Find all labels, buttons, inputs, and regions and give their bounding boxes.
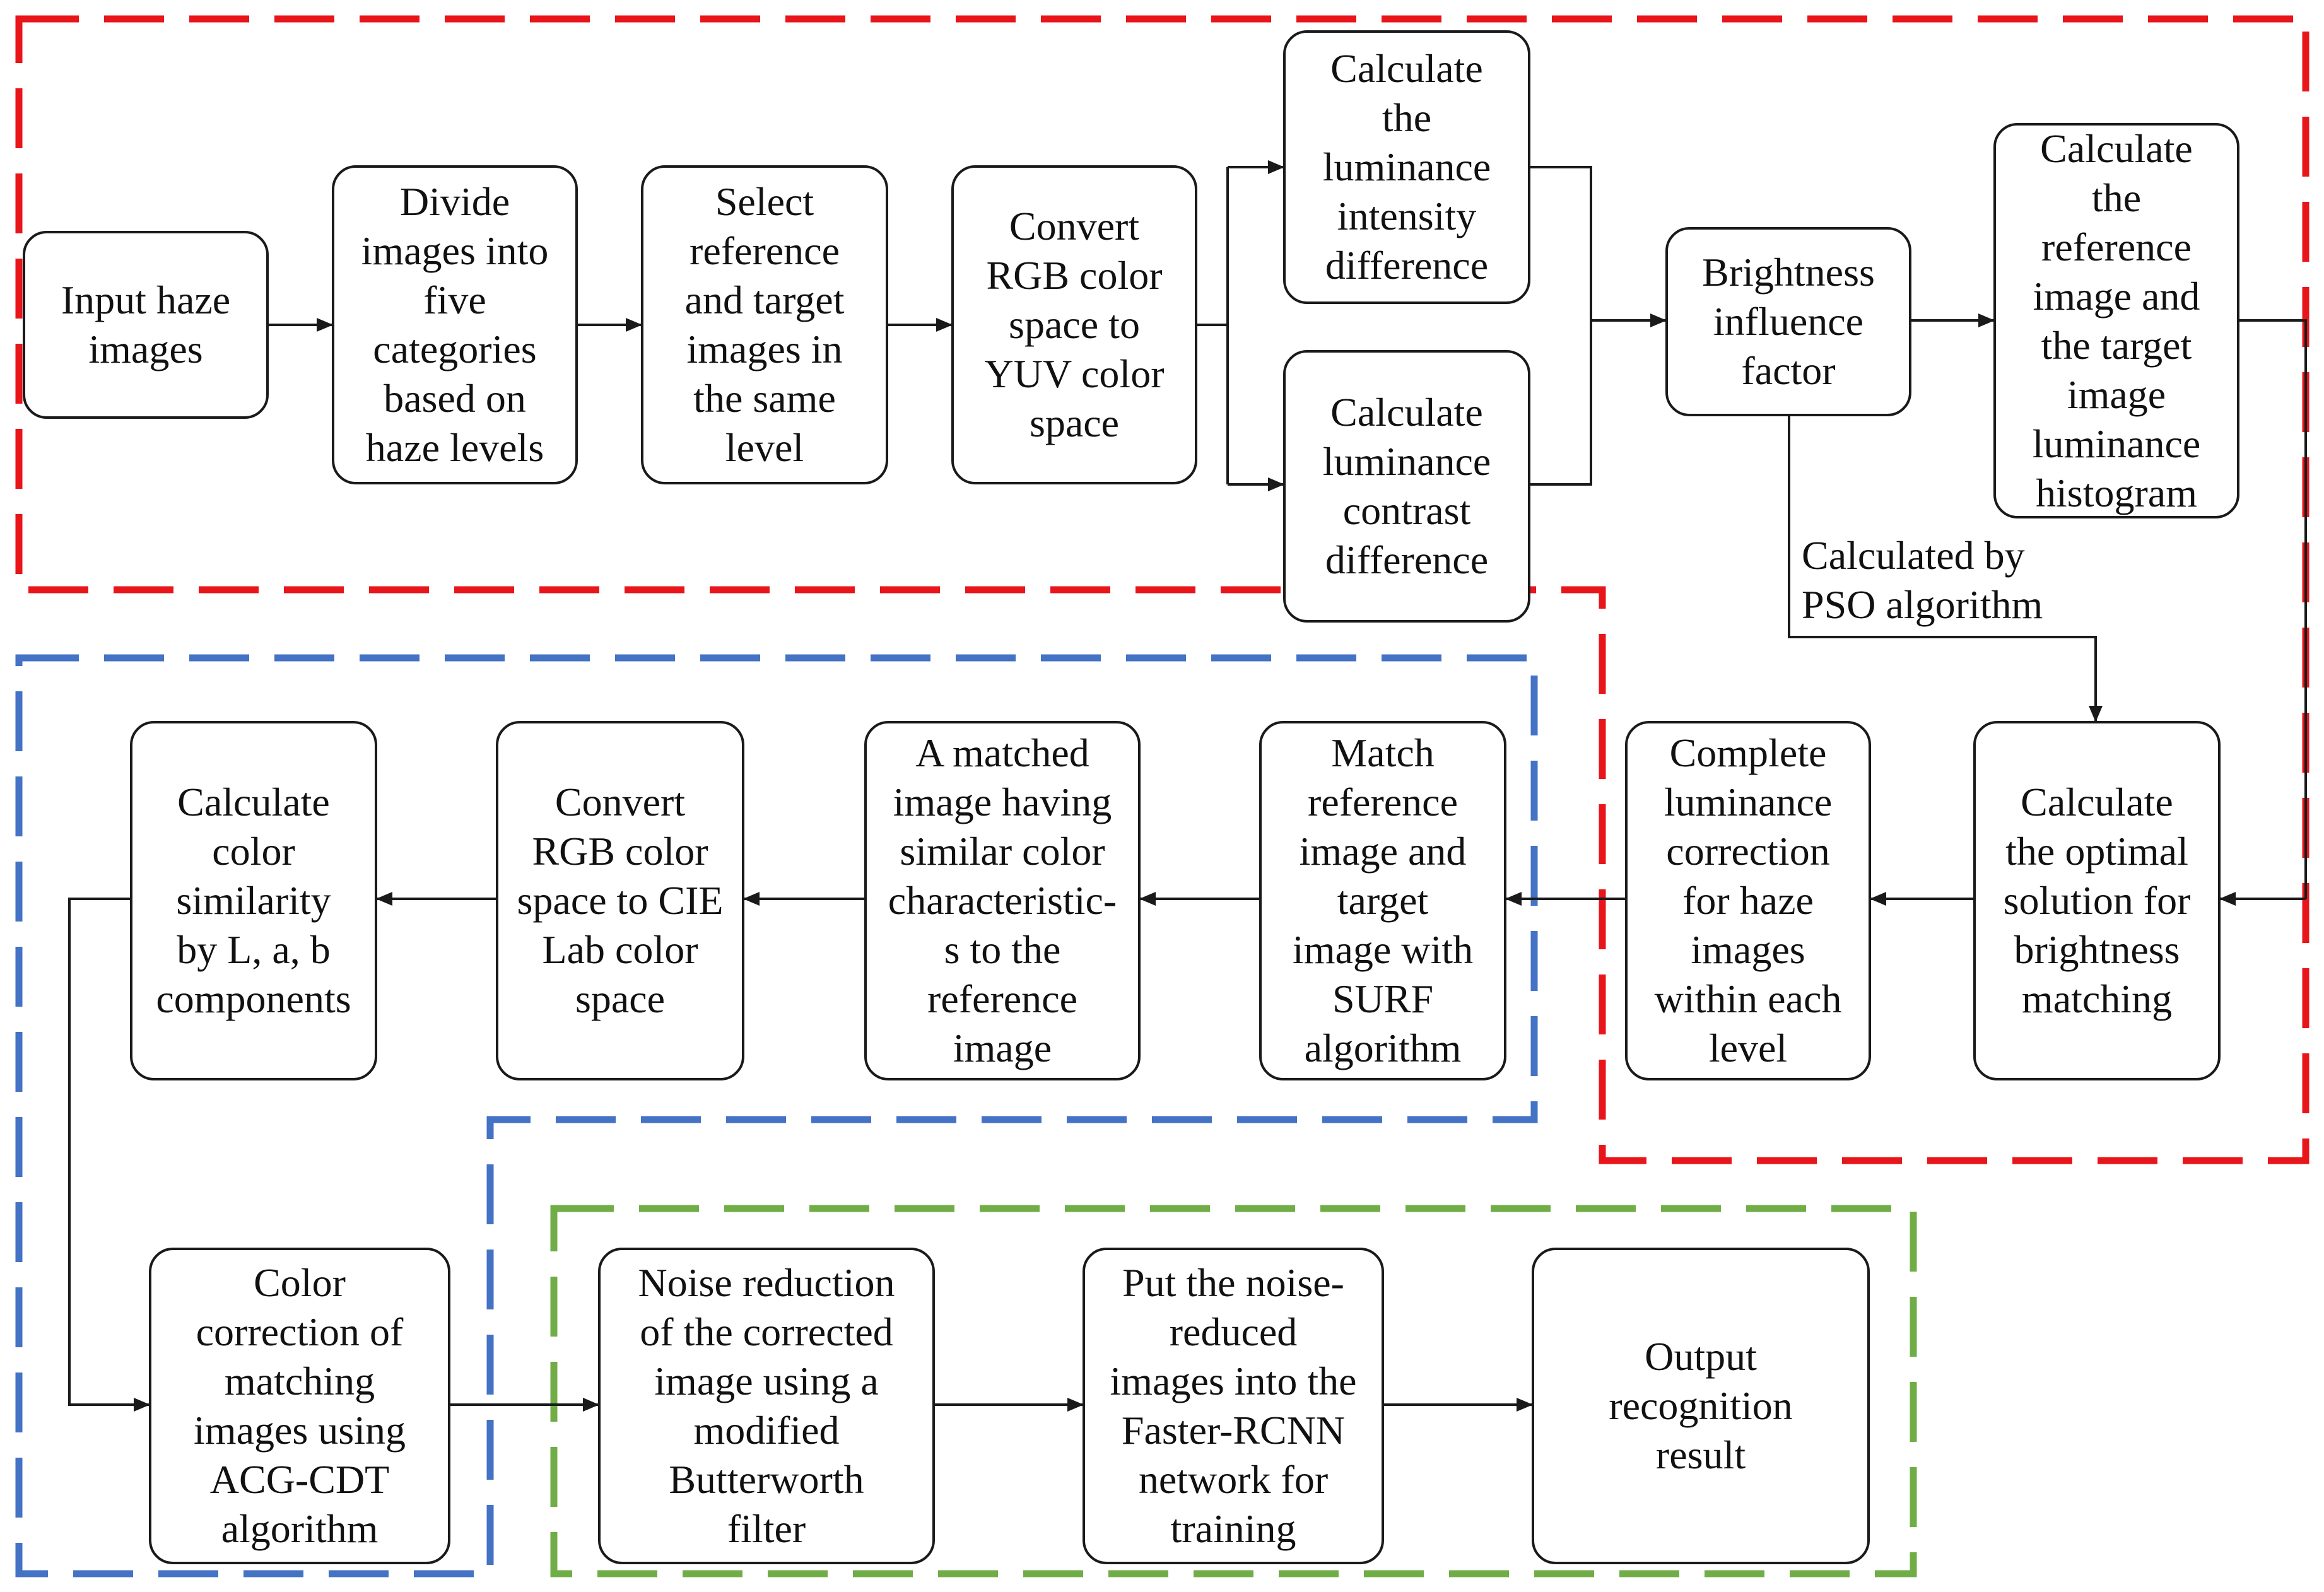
select-reference-box: Select reference and target images in th… xyxy=(641,165,888,484)
brightness-factor-box: Brightness influence factor xyxy=(1665,227,1911,416)
blue-region-outline xyxy=(15,654,1538,1577)
arrow-similarity-to-correction xyxy=(68,898,150,1412)
color-similarity-box: Calculate color similarity by L, a, b co… xyxy=(130,721,377,1080)
luminance-histogram-box: Calculate the reference image and the ta… xyxy=(1993,123,2239,518)
pso-annotation: Calculated by PSO algorithm xyxy=(1802,533,2043,627)
input-haze-box: Input haze images xyxy=(23,231,269,419)
arrow-convert-to-branches xyxy=(1197,167,1229,484)
convert-yuv-box: Convert RGB color space to YUV color spa… xyxy=(951,165,1197,484)
optimal-solution-box: Calculate the optimal solution for brigh… xyxy=(1973,721,2221,1080)
output-result-box: Output recognition result xyxy=(1532,1248,1870,1564)
arrow-brightness-pso xyxy=(1788,416,2103,722)
arrow-histogram-loop xyxy=(2239,319,2307,899)
matched-image-box: A matched image having similar color cha… xyxy=(864,721,1141,1080)
surf-matching-box: Match reference image and target image w… xyxy=(1259,721,1506,1080)
merge-intensity-contrast xyxy=(1530,166,1592,486)
color-correction-box: Color correction of matching images usin… xyxy=(149,1248,450,1564)
red-region-outline xyxy=(15,15,2309,1164)
divide-categories-box: Divide images into five categories based… xyxy=(332,165,578,484)
green-region-outline xyxy=(550,1205,1917,1577)
faster-rcnn-box: Put the noise- reduced images into the F… xyxy=(1083,1248,1384,1564)
complete-correction-box: Complete luminance correction for haze i… xyxy=(1625,721,1871,1080)
convert-lab-box: Convert RGB color space to CIE Lab color… xyxy=(496,721,744,1080)
noise-reduction-box: Noise reduction of the corrected image u… xyxy=(598,1248,935,1564)
luminance-intensity-box: Calculate the luminance intensity differ… xyxy=(1283,30,1530,304)
luminance-contrast-box: Calculate luminance contrast difference xyxy=(1283,350,1530,623)
